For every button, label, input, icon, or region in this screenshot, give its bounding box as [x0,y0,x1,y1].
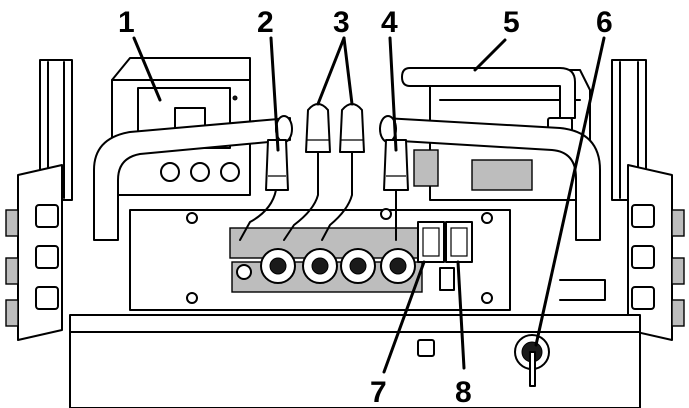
callout-labels: 1 2 3 4 5 6 7 8 [118,6,613,408]
leader-4 [388,36,398,152]
switch-7 [417,221,445,263]
hose-set [239,149,397,241]
valve-spool-3 [340,248,376,284]
leader-1 [132,36,162,102]
callout-6: 6 [596,6,613,39]
valve-spool-4 [380,248,416,284]
key-switch [514,334,550,387]
valve-bank [231,248,423,293]
valve-spool-2 [302,248,338,284]
callout-7: 7 [370,376,387,408]
leader-3a [316,36,346,106]
leader-2 [269,36,280,152]
quick-coupler-4 [383,139,409,191]
quick-coupler-2 [265,139,289,191]
right-side-plate [627,164,685,341]
leader-6 [534,36,606,347]
leader-8 [456,260,466,370]
switch-bracket [439,267,455,291]
callout-8: 8 [455,376,472,408]
callout-2: 2 [257,6,274,39]
leader-3b [342,36,354,106]
main-handle [93,115,601,241]
left-upright [39,59,73,201]
valve-spool-1 [260,248,296,284]
quick-coupler-3a [305,103,331,153]
callout-leaders [132,36,606,374]
switch-8 [445,221,473,263]
callout-5: 5 [503,6,520,39]
quick-coupler-3b [339,103,365,153]
leader-7 [382,260,426,374]
left-side-plate [5,164,63,341]
lower-body [69,279,641,408]
callout-4: 4 [381,6,398,39]
callout-1: 1 [118,6,135,39]
callout-3: 3 [333,6,350,39]
leader-5 [473,38,507,72]
